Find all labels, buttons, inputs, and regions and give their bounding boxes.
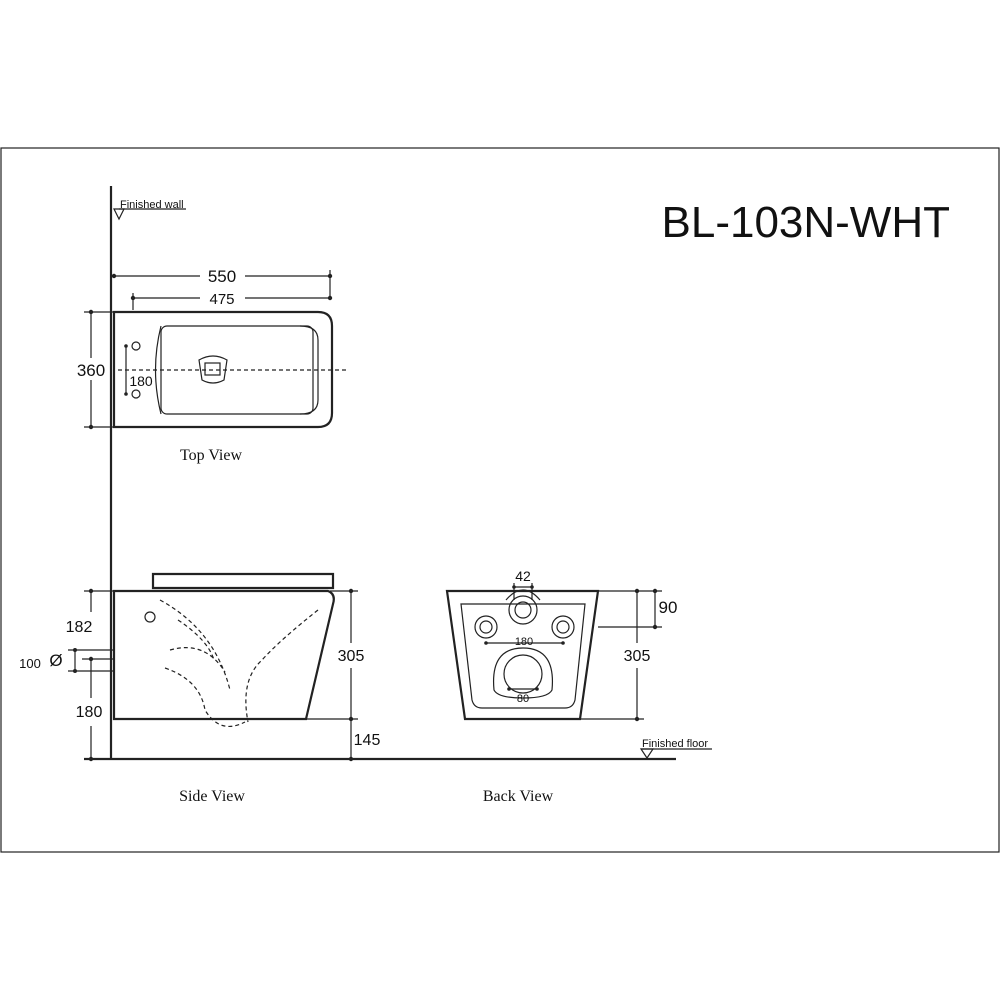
side-floor-clearance: 145 bbox=[354, 732, 381, 749]
back-height: 305 bbox=[624, 648, 651, 665]
side-view: 305 145 182 100 Ø 180 Side View bbox=[19, 572, 381, 805]
model-code: BL-103N-WHT bbox=[662, 198, 951, 247]
top-view: 550 475 360 180 Top View bbox=[77, 267, 348, 464]
back-inlet-diameter: 42 bbox=[515, 568, 531, 584]
top-view-outlet-icon bbox=[198, 355, 228, 384]
side-outlet-height: 180 bbox=[76, 704, 103, 721]
top-bolt-hole-lower-icon bbox=[131, 389, 141, 399]
finished-floor-label: Finished floor bbox=[642, 738, 708, 750]
drawing-frame bbox=[0, 147, 1000, 853]
top-length-overall: 550 bbox=[208, 267, 236, 286]
finished-wall-label: Finished wall bbox=[120, 199, 184, 211]
finished-floor-marker-icon bbox=[639, 748, 655, 760]
diameter-symbol-icon: Ø bbox=[49, 651, 62, 670]
top-view-body-outline bbox=[112, 310, 334, 429]
back-top-offset: 90 bbox=[659, 598, 678, 617]
side-view-seat-outline bbox=[151, 572, 335, 590]
top-length-bowl: 475 bbox=[209, 291, 234, 308]
back-bolt-hole-left-icon bbox=[474, 615, 498, 639]
top-bolt-hole-upper-icon bbox=[131, 341, 141, 351]
back-bolt-spacing: 180 bbox=[515, 636, 533, 648]
back-inlet-icon bbox=[508, 595, 538, 625]
back-view-caption: Back View bbox=[483, 788, 554, 805]
back-outlet-icon bbox=[503, 654, 543, 694]
side-view-inlet-icon bbox=[144, 611, 156, 623]
top-width: 360 bbox=[77, 361, 105, 380]
side-height: 305 bbox=[338, 648, 365, 665]
top-bolt-spacing: 180 bbox=[129, 373, 153, 389]
side-inlet-height: 182 bbox=[66, 619, 93, 636]
top-view-caption: Top View bbox=[180, 447, 243, 464]
side-view-caption: Side View bbox=[179, 788, 245, 805]
side-view-body-outline bbox=[112, 589, 335, 721]
back-bolt-hole-right-icon bbox=[551, 615, 575, 639]
back-view: 42 180 80 90 305 Back View bbox=[445, 568, 678, 805]
back-outlet-width: 80 bbox=[517, 693, 529, 705]
side-outlet-diameter: 100 bbox=[19, 656, 41, 671]
